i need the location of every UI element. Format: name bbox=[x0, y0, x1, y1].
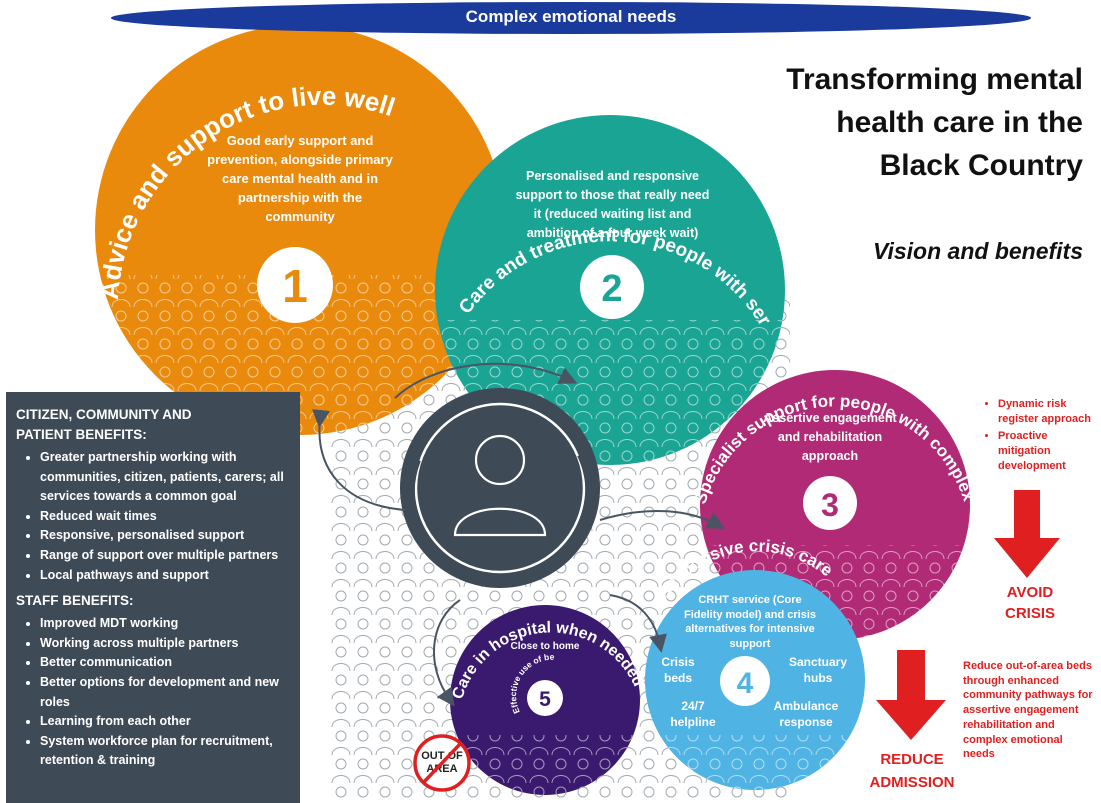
crisis-beds-line: Crisis bbox=[661, 655, 695, 669]
list-item: Learning from each other bbox=[40, 712, 292, 732]
circle-4-desc-line: alternatives for intensive bbox=[685, 623, 815, 635]
central-hub bbox=[400, 388, 600, 588]
ambulance-label: Ambulance response bbox=[766, 698, 846, 730]
svg-text:5: 5 bbox=[539, 688, 551, 711]
top-banner bbox=[111, 2, 1031, 34]
staff-benefits-list: Improved MDT working Working across mult… bbox=[16, 614, 292, 771]
list-item: Better communication bbox=[40, 653, 292, 673]
circle-1-desc-line: partnership with the bbox=[237, 190, 363, 205]
sanctuary-hubs-line: Sanctuary bbox=[788, 655, 848, 669]
list-item: Local pathways and support bbox=[40, 566, 292, 586]
svg-text:4: 4 bbox=[737, 667, 754, 700]
person-icon bbox=[453, 434, 547, 537]
citizen-benefits-list: Greater partnership working with communi… bbox=[16, 448, 292, 585]
list-item: Greater partnership working with communi… bbox=[40, 448, 292, 507]
citizen-heading-line: PATIENT BENEFITS: bbox=[16, 427, 147, 442]
reduce-admission-label: REDUCE ADMISSION bbox=[862, 748, 962, 794]
helpline-line: 24/7 bbox=[681, 699, 705, 713]
page-subtitle: Vision and benefits bbox=[872, 238, 1083, 264]
page-title-line-1: Transforming mental bbox=[786, 63, 1083, 96]
circle-1-description: Good early support and prevention, along… bbox=[200, 131, 400, 226]
page-title-line-2: health care in the bbox=[836, 106, 1083, 139]
ambulance-line: Ambulance bbox=[773, 699, 839, 713]
list-item: Better options for development and new r… bbox=[40, 673, 292, 712]
no-entry-icon: OUT OF AREA bbox=[413, 734, 471, 792]
reduce-line: REDUCE bbox=[880, 751, 944, 768]
sanctuary-hubs-label: Sanctuary hubs bbox=[781, 654, 855, 686]
avoid-line: CRISIS bbox=[1004, 605, 1055, 622]
circle-1-desc-line: care mental health and in bbox=[221, 171, 379, 186]
circle-3-desc-line: Assertive engagement bbox=[763, 411, 897, 425]
circle-2-description: Personalised and responsive support to t… bbox=[505, 167, 720, 243]
staff-benefits-heading: STAFF BENEFITS: bbox=[16, 593, 134, 609]
circle-4-desc-line: CRHT service (Core bbox=[698, 594, 802, 606]
circle-1-number-badge: 1 bbox=[257, 247, 333, 323]
circle-5-number-badge: 5 bbox=[527, 680, 563, 716]
out-of-area-line-1: OUT OF bbox=[421, 750, 463, 762]
circle-3-description: Assertive engagement and rehabilitation … bbox=[755, 409, 905, 466]
circle-4-desc-line: Fidelity model) and crisis bbox=[683, 608, 817, 621]
avoid-crisis-label: AVOID CRISIS bbox=[985, 582, 1075, 624]
circle-2-desc-line: support to those that really need bbox=[515, 188, 710, 202]
crisis-beds-label: Crisis beds bbox=[653, 654, 703, 686]
list-item: Improved MDT working bbox=[40, 614, 292, 634]
crisis-beds-line: beds bbox=[663, 671, 692, 685]
page-title-line-3: Black Country bbox=[879, 149, 1083, 182]
reduce-out-of-area-note: Reduce out-of-area beds through enhanced… bbox=[963, 660, 1093, 761]
svg-text:2: 2 bbox=[601, 268, 622, 310]
list-item: Range of support over multiple partners bbox=[40, 546, 292, 566]
svg-text:1: 1 bbox=[282, 260, 308, 312]
svg-text:3: 3 bbox=[821, 487, 839, 523]
list-item: System workforce plan for recruitment, r… bbox=[40, 732, 292, 771]
circle-2-desc-line: it (reduced waiting list and bbox=[533, 207, 692, 221]
risk-list: Dynamic risk register approach Proactive… bbox=[980, 397, 1101, 476]
circle-4-desc-line: support bbox=[729, 637, 771, 650]
avoid-crisis-arrow bbox=[994, 490, 1060, 578]
circle-1-desc-line: community bbox=[265, 209, 335, 224]
circle-3-desc-line: approach bbox=[801, 449, 859, 463]
citizen-heading-line: CITIZEN, COMMUNITY AND bbox=[16, 407, 192, 422]
banner-title: Complex emotional needs bbox=[465, 7, 677, 26]
cycle-arrows bbox=[312, 362, 726, 707]
helpline-label: 24/7 helpline bbox=[662, 698, 724, 730]
circle-1-desc-line: Good early support and bbox=[226, 133, 374, 148]
circle-2-desc-line: ambition of a four week wait) bbox=[526, 226, 699, 240]
list-item: Reduced wait times bbox=[40, 507, 292, 527]
circle-4-description: CRHT service (Core Fidelity model) and c… bbox=[675, 593, 825, 651]
reduce-admission-arrow bbox=[876, 650, 946, 740]
page-title: Transforming mental health care in the B… bbox=[723, 58, 1083, 187]
circle-2-desc-line: Personalised and responsive bbox=[526, 169, 699, 183]
circle-4-number-badge: 4 bbox=[720, 656, 770, 706]
circle-3-number-badge: 3 bbox=[803, 476, 857, 530]
circle-3-desc-line: and rehabilitation bbox=[777, 430, 883, 444]
list-item: Dynamic risk register approach bbox=[998, 397, 1101, 427]
reduce-line: ADMISSION bbox=[869, 774, 955, 791]
sanctuary-hubs-line: hubs bbox=[803, 671, 833, 685]
avoid-line: AVOID bbox=[1006, 584, 1054, 601]
circle-2-number-badge: 2 bbox=[580, 255, 644, 319]
list-item: Proactive mitigation development bbox=[998, 429, 1101, 474]
circle-5-top-label: Close to home bbox=[510, 641, 580, 652]
circle-1-desc-line: prevention, alongside primary bbox=[207, 152, 393, 167]
list-item: Working across multiple partners bbox=[40, 634, 292, 654]
ambulance-line: response bbox=[779, 715, 833, 729]
list-item: Responsive, personalised support bbox=[40, 526, 292, 546]
helpline-line: helpline bbox=[670, 715, 716, 729]
citizen-benefits-heading: CITIZEN, COMMUNITY AND PATIENT BENEFITS: bbox=[16, 405, 292, 445]
benefits-panel: CITIZEN, COMMUNITY AND PATIENT BENEFITS:… bbox=[6, 392, 300, 803]
